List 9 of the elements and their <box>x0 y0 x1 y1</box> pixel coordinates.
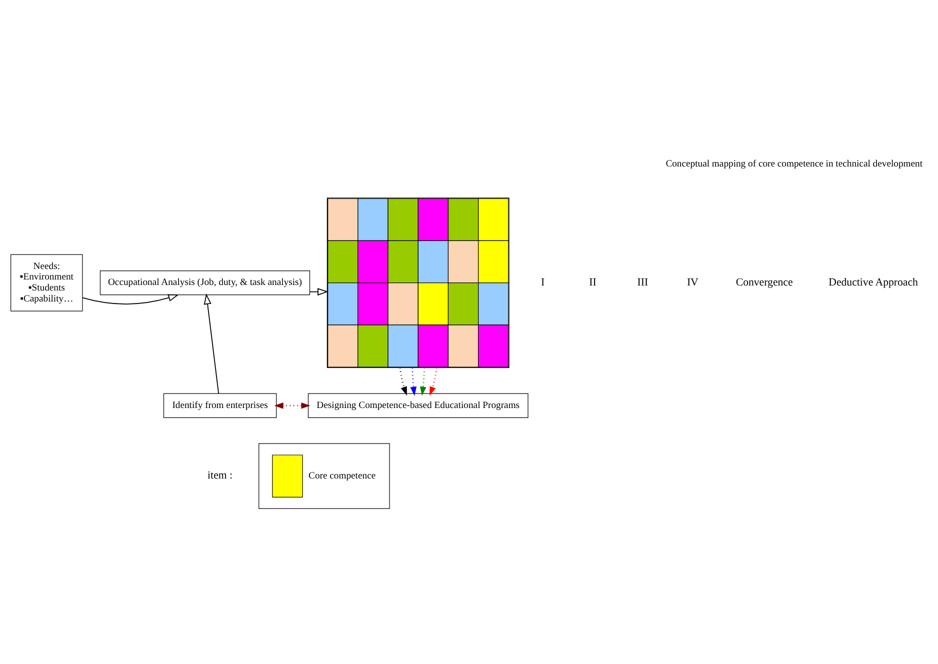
label: II <box>589 276 596 288</box>
label: Convergence <box>736 276 793 288</box>
label: IV <box>686 276 698 288</box>
label: III <box>637 276 648 288</box>
diagram-title: Conceptual mapping of core competence in technical development <box>666 158 923 170</box>
label: I <box>540 276 545 288</box>
label: Deductive Approach <box>828 276 918 288</box>
legend-label: Core competence <box>308 470 376 481</box>
label: item : <box>208 469 233 482</box>
